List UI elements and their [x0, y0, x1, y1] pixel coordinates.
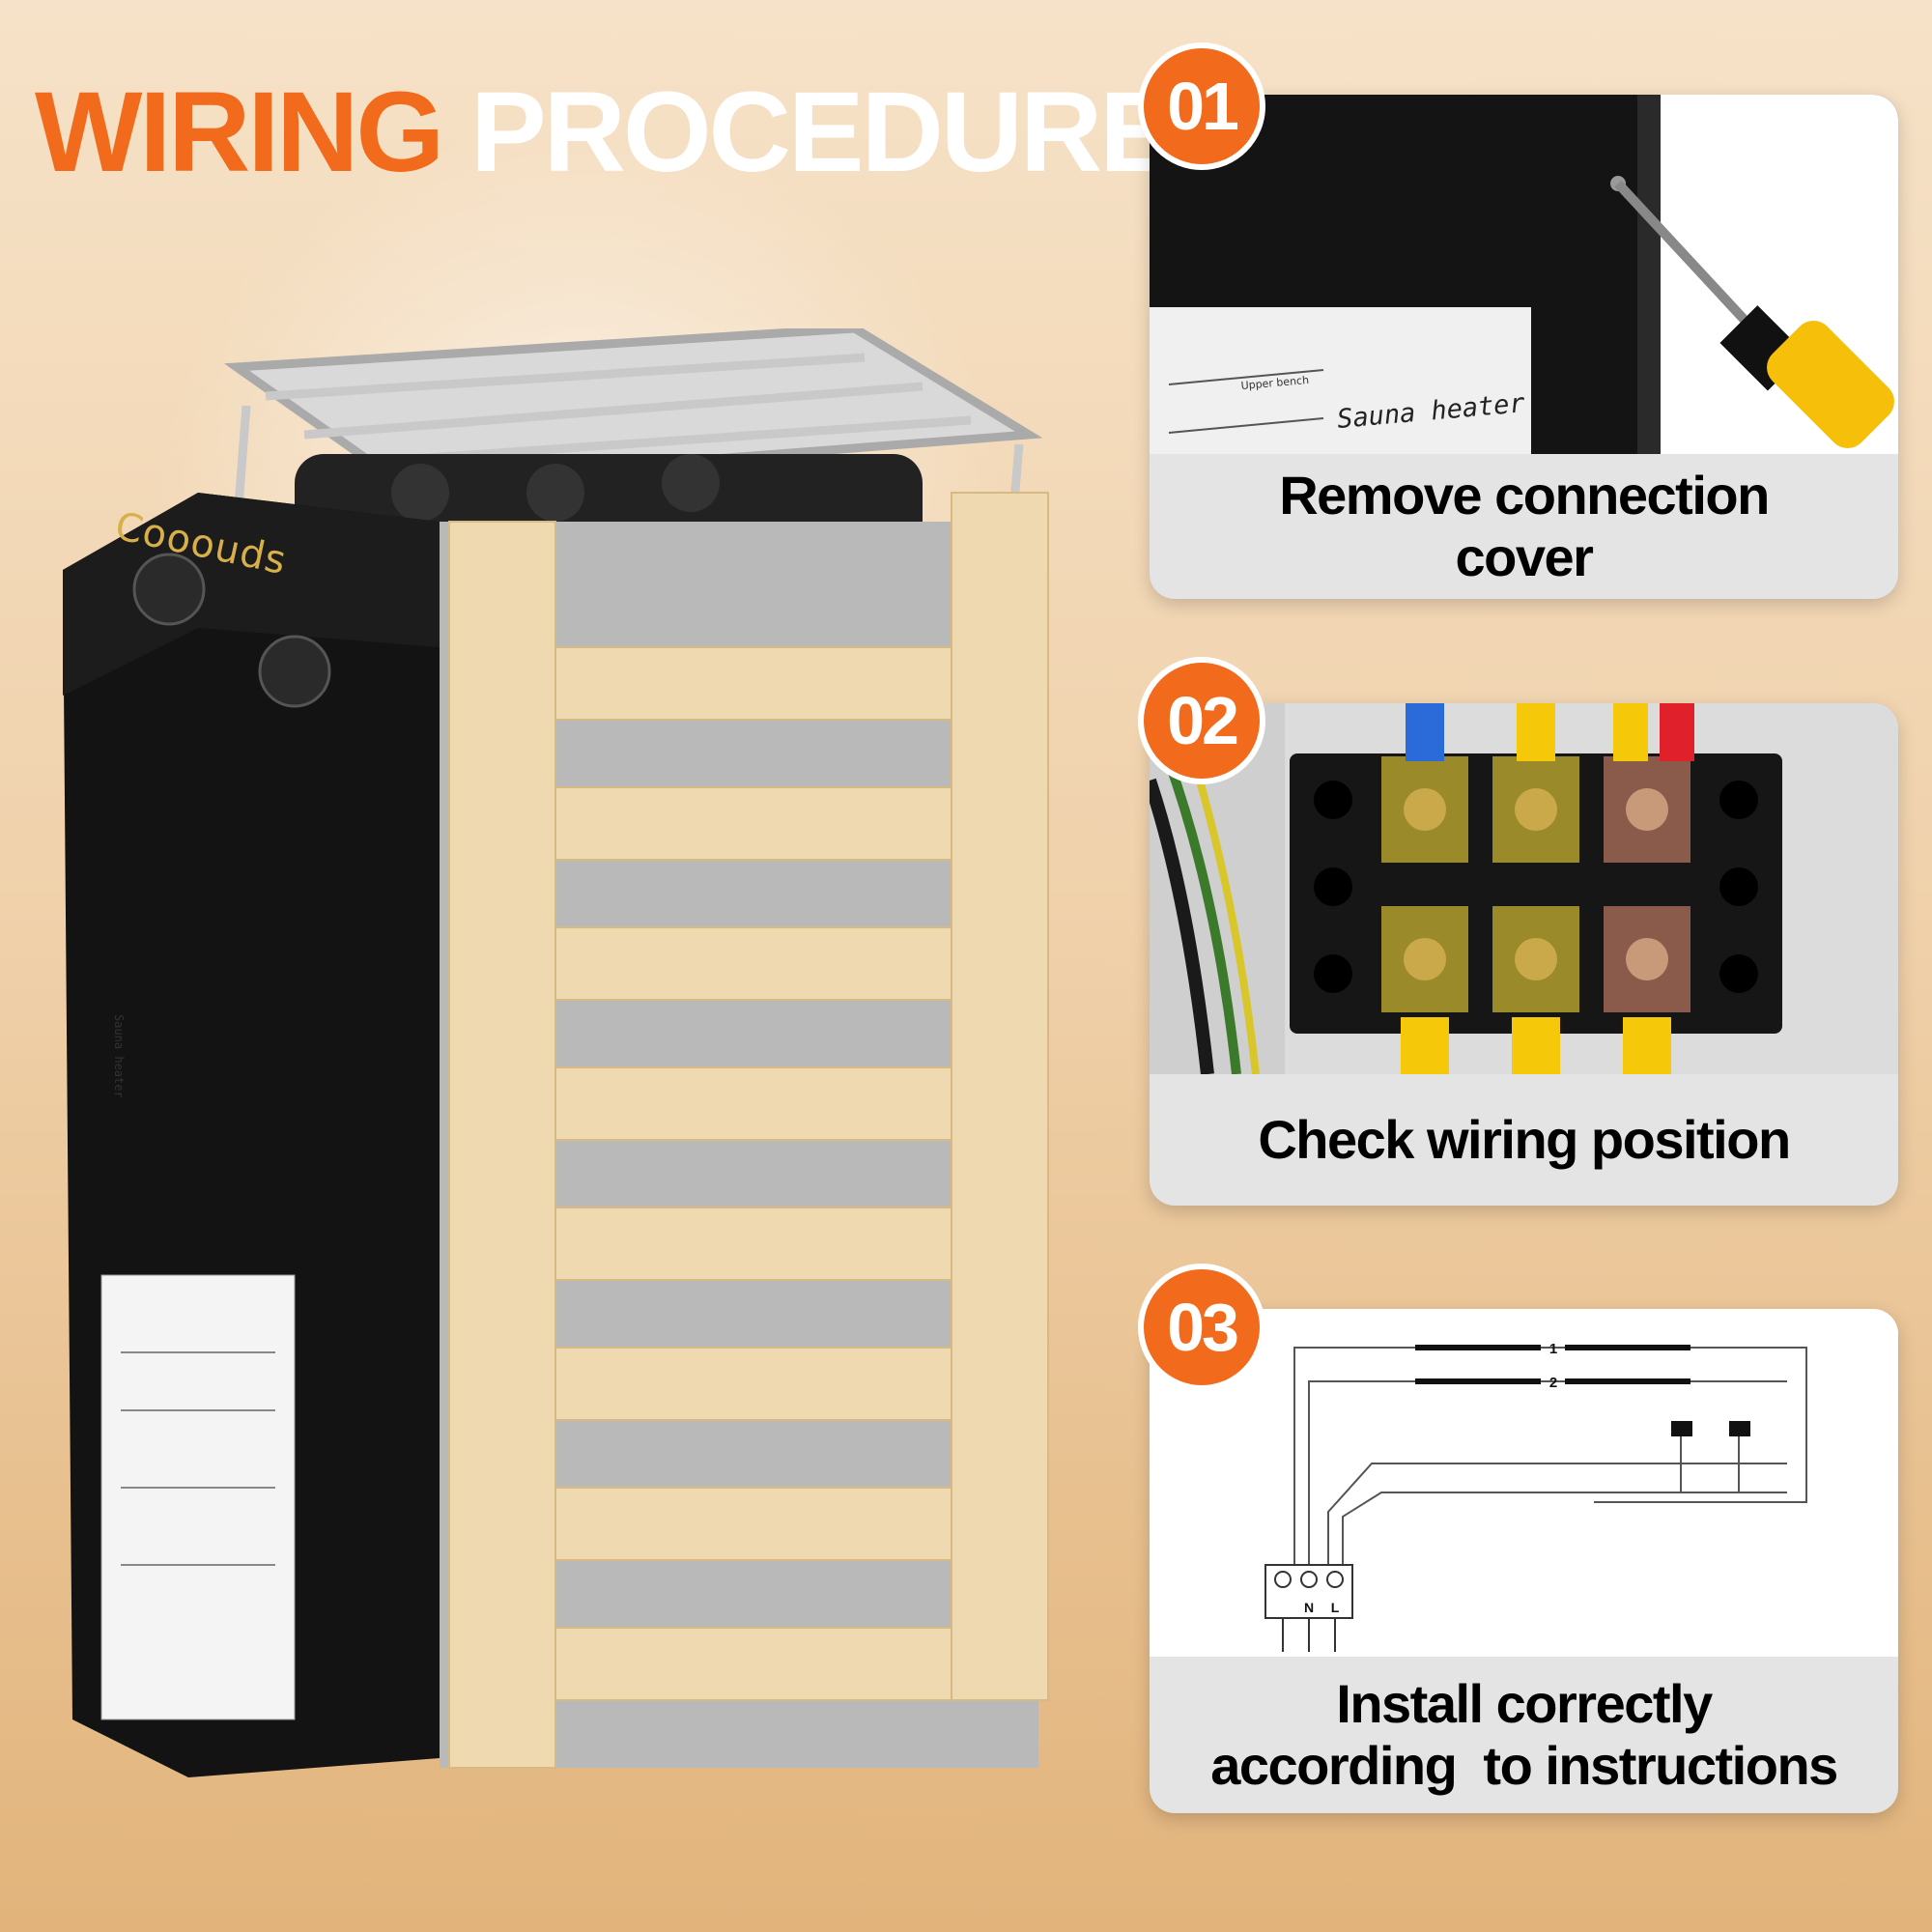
step-3-caption: Install correctly according to instructi… — [1150, 1657, 1898, 1813]
step-1-badge: 01 — [1138, 43, 1265, 170]
heating-element-1 — [1671, 1421, 1692, 1436]
sauna-heater-image — [53, 328, 1058, 1797]
step-card-2: Check wiring position — [1150, 703, 1898, 1206]
terminal-screws — [1381, 756, 1690, 1012]
page-title: WIRING PROCEDURES — [35, 75, 1249, 189]
step-1-photo: Sauna heater Upper bench — [1150, 95, 1898, 454]
step-2-badge: 02 — [1138, 657, 1265, 784]
title-word-wiring: WIRING — [35, 69, 444, 196]
step-card-3: 1 2 N L Install correctly according to i… — [1150, 1309, 1898, 1813]
wooden-guard — [448, 492, 1049, 1769]
sauna-heater-drawing — [63, 328, 1049, 1777]
terminal-label-l: L — [1331, 1600, 1340, 1615]
wire-label-2: 2 — [1549, 1375, 1557, 1391]
title-word-procedures: PROCEDURES — [469, 69, 1249, 196]
step-card-1: Sauna heater Upper bench Remove connecti… — [1150, 95, 1898, 599]
step-3-photo: 1 2 N L — [1150, 1309, 1898, 1657]
timer-knob — [132, 553, 206, 626]
connection-cover-photo: Sauna heater Upper bench — [1150, 95, 1898, 454]
terminal-label-n: N — [1304, 1600, 1314, 1615]
step-3-caption-line1: Install correctly — [1336, 1672, 1713, 1734]
step-2-caption: Check wiring position — [1258, 1108, 1791, 1170]
step-2-photo — [1150, 703, 1898, 1075]
temperature-knob — [258, 635, 331, 708]
step-3-badge: 03 — [1138, 1264, 1265, 1391]
diagram-sticker-label: Upper bench — [1240, 374, 1309, 392]
wiring-diagram: 1 2 N L — [1264, 1341, 1807, 1652]
wire-label-1: 1 — [1549, 1341, 1557, 1357]
control-panel — [63, 493, 440, 696]
step-3-caption-line2: according to instructions — [1210, 1735, 1838, 1796]
step-1-caption-text: Remove connection cover — [1279, 464, 1770, 587]
heating-element-2 — [1729, 1421, 1750, 1436]
heater-label-text: Sauna heater — [112, 1014, 126, 1098]
terminal-block-photo — [1150, 703, 1898, 1075]
terminal-block — [1264, 1564, 1353, 1619]
spec-label — [100, 1274, 296, 1720]
step-1-caption: Remove connection cover — [1150, 454, 1898, 599]
